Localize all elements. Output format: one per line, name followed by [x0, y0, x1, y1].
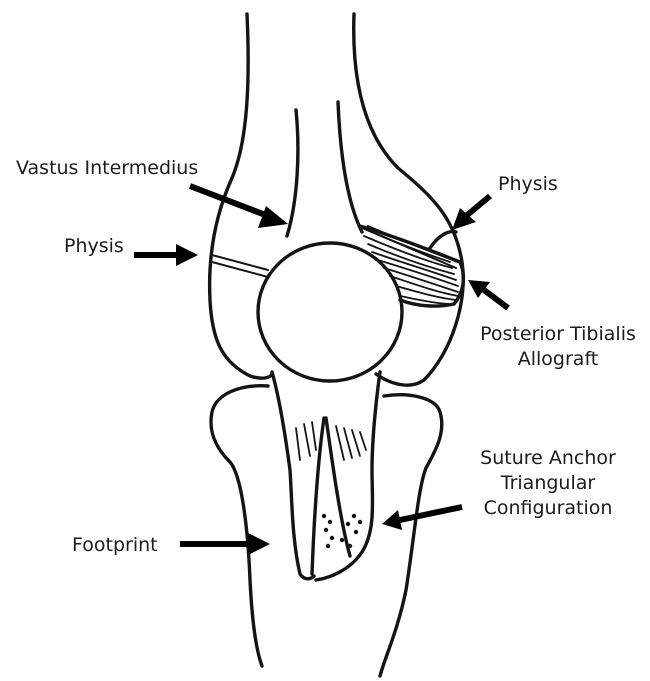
label-suture-anchor-triangular-configuration: Suture Anchor Triangular Configuration [466, 446, 630, 521]
arrow-physis-right [452, 196, 490, 230]
femur-outline [210, 14, 464, 385]
patellar-tendon [272, 372, 380, 580]
posterior-tibialis-allograft [360, 226, 463, 306]
label-physis-left: Physis [64, 234, 124, 259]
arrow-posterior-tibialis [468, 280, 508, 308]
vastus-intermedius-muscle [287, 102, 362, 236]
arrow-suture-anchor [382, 507, 462, 530]
label-vastus-intermedius: Vastus Intermedius [16, 156, 198, 181]
label-posterior-tibialis-allograft: Posterior Tibialis Allograft [476, 322, 640, 372]
arrow-footprint [180, 533, 270, 555]
patella [258, 243, 402, 381]
label-footprint: Footprint [72, 533, 158, 558]
label-physis-right: Physis [498, 172, 558, 197]
arrow-vastus-intermedius [190, 186, 288, 228]
arrow-physis-left [134, 244, 198, 266]
